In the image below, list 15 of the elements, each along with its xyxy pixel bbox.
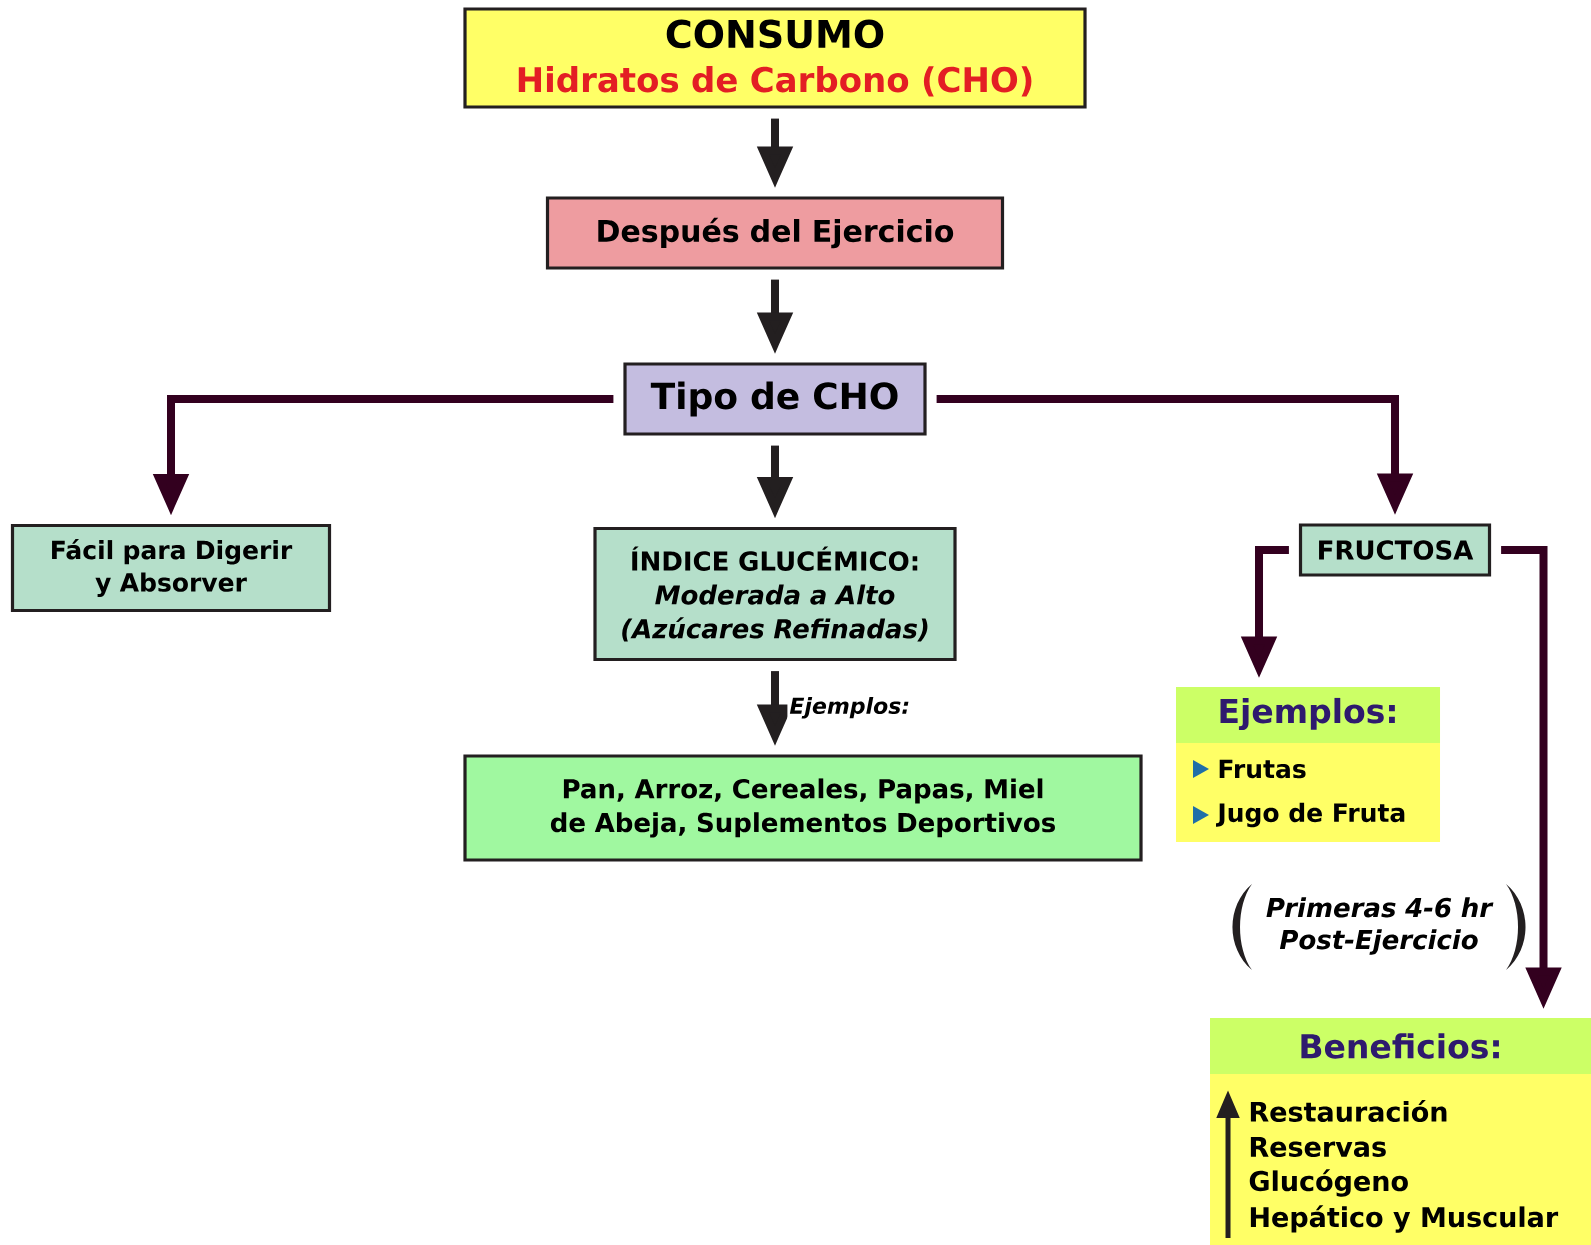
- list-item: Jugo de Fruta: [1216, 802, 1405, 828]
- edge-label: Ejemplos:: [787, 695, 913, 721]
- list-item: Glucógeno: [1249, 1169, 1408, 1197]
- process-box: Pan, Arroz, Cereales, Papas, Miel de Abeja, Suplementos Deportivos: [463, 754, 1143, 862]
- process-box: Fácil para Digerir y Absorver: [10, 523, 332, 613]
- list-item: Reservas: [1250, 1136, 1386, 1158]
- list-item: Hepático y Muscular: [1250, 1205, 1559, 1233]
- process-box: ÍNDICE GLUCÉMICO: Moderada a Alto (Azúcares Refinadas): [593, 526, 957, 662]
- list-item: Restauración: [1250, 1100, 1447, 1122]
- process-box: FRUCTOSA: [1298, 523, 1492, 577]
- process-box: Tipo de CHO: [623, 362, 927, 436]
- list-item: Frutas: [1219, 759, 1306, 779]
- parenthesized-note: Primeras 4-6 hr Post-Ejercicio: [1232, 884, 1526, 970]
- title-box: CONSUMO Hidratos de Carbono (CHO): [463, 7, 1087, 109]
- process-box: Después del Ejercicio: [545, 196, 1005, 270]
